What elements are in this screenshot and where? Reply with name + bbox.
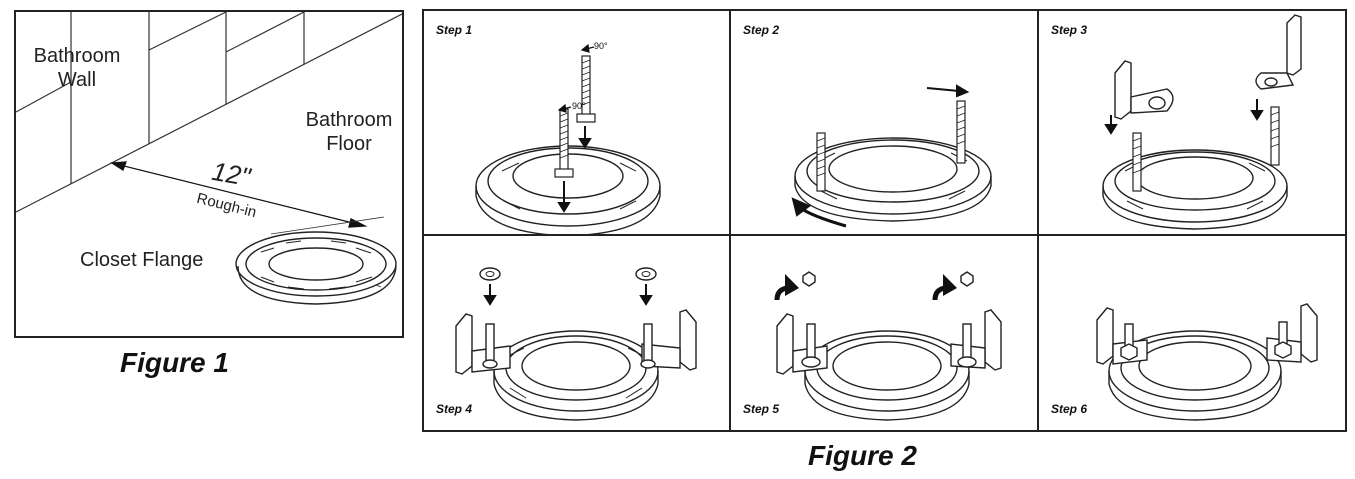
step-5-label: Step 5: [743, 402, 780, 416]
bathroom-wall-label: Bathroom Wall: [22, 44, 132, 92]
step-4-panel: Step 4: [424, 236, 731, 430]
bathroom-floor-label: Bathroom Floor: [294, 108, 402, 156]
step-4-label: Step 4: [436, 402, 473, 416]
step-2-panel: Step 2: [731, 11, 1039, 236]
figure-2-caption: Figure 2: [808, 440, 917, 471]
step-3-panel: Step 3: [1039, 11, 1345, 236]
rotation-90-label-bottom: 90°: [572, 101, 586, 111]
step-4-drawing: [455, 267, 697, 421]
distance-label: 12": [209, 155, 253, 193]
step-6-label: Step 6: [1051, 402, 1088, 416]
figure-1-caption: Figure 1: [120, 347, 229, 378]
step-2-drawing: [791, 84, 992, 228]
figure-1-panel: Bathroom Wall Bathroom Floor 12" Rough-i…: [14, 10, 404, 338]
bathroom-floor-label-line2: Floor: [326, 133, 372, 155]
step-5-drawing: [774, 271, 1002, 421]
step-6-drawing: [1096, 303, 1318, 421]
rotation-90-label-top: 90°: [594, 41, 608, 51]
bathroom-wall-label-line1: Bathroom: [33, 45, 121, 67]
step-1-label: Step 1: [436, 23, 473, 37]
bathroom-wall-label-line2: Wall: [57, 69, 97, 91]
step-5-panel: Step 5: [731, 236, 1039, 430]
step-3-drawing: [1102, 14, 1302, 230]
step-1-drawing: [475, 43, 661, 234]
bathroom-floor-label-line1: Bathroom: [305, 109, 393, 131]
step-2-label: Step 2: [743, 23, 780, 37]
step-1-panel: 90° 90° Step 1: [424, 11, 731, 236]
figure-2-grid: 90° 90° Step 1: [422, 9, 1347, 432]
step-3-label: Step 3: [1051, 23, 1088, 37]
step-6-panel: Step 6: [1039, 236, 1345, 430]
closet-flange-shape: [235, 231, 397, 305]
figure-1-drawing: [16, 12, 402, 305]
closet-flange-label: Closet Flange: [80, 249, 204, 271]
